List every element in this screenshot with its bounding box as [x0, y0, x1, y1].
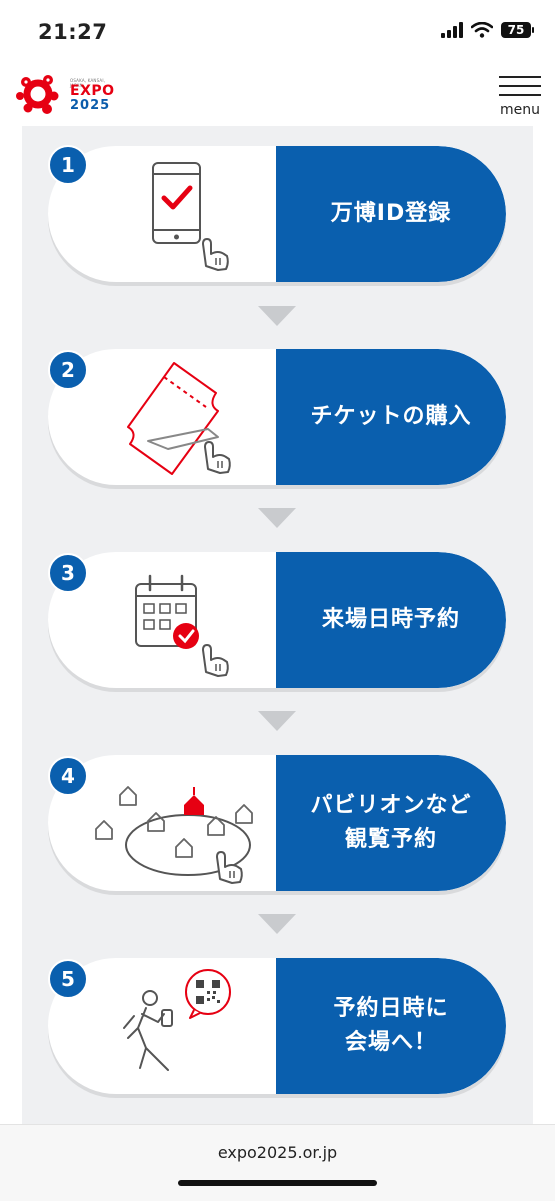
step-number-badge: 1 — [48, 145, 88, 185]
hamburger-icon — [499, 76, 541, 78]
down-arrow-icon — [258, 711, 296, 731]
home-indicator[interactable] — [178, 1180, 377, 1186]
browser-footer: expo2025.or.jp — [0, 1124, 555, 1201]
expo-mascot-logo-icon — [16, 75, 59, 114]
wifi-icon — [471, 22, 493, 38]
step-card-3[interactable]: 来場日時予約 — [48, 552, 506, 688]
step-label: 万博ID登録 — [330, 201, 452, 226]
step-number-badge: 4 — [48, 756, 88, 796]
step-label-box: 予約日時に 会場へ！ — [276, 958, 506, 1094]
logo-subtitle: OSAKA, KANSAI, JAPAN — [70, 78, 106, 88]
pavilion-map-icon — [68, 755, 273, 891]
walking-qr-icon — [68, 958, 273, 1094]
down-arrow-icon — [258, 306, 296, 326]
step-label-box: チケットの購入 — [276, 349, 506, 485]
step-card-4[interactable]: パビリオンなど 観覧予約 — [48, 755, 506, 891]
step-card-2[interactable]: チケットの購入 — [48, 349, 506, 485]
down-arrow-icon — [258, 914, 296, 934]
site-header: OSAKA, KANSAI, JAPAN EXPO 2025 menu — [0, 64, 555, 126]
step-card-1[interactable]: 万博ID登録 — [48, 146, 506, 282]
logo-expo-text: EXPO — [70, 83, 115, 99]
status-icons: 75 — [441, 22, 534, 38]
step-number-badge: 5 — [48, 959, 88, 999]
step-label: パビリオンなど 観覧予約 — [310, 793, 472, 852]
smartphone-check-icon — [68, 146, 273, 282]
url-bar[interactable]: expo2025.or.jp — [217, 1143, 338, 1162]
step-card-5[interactable]: 予約日時に 会場へ！ — [48, 958, 506, 1094]
step-label-box: 来場日時予約 — [276, 552, 506, 688]
expo-logo[interactable]: OSAKA, KANSAI, JAPAN EXPO 2025 — [14, 72, 114, 116]
menu-label: menu — [500, 102, 540, 118]
step-number-badge: 3 — [48, 553, 88, 593]
step-label: チケットの購入 — [310, 404, 472, 429]
status-time: 21:27 — [38, 20, 108, 44]
logo-year-text: 2025 — [70, 98, 111, 113]
step-number-badge: 2 — [48, 350, 88, 390]
step-label-box: 万博ID登録 — [276, 146, 506, 282]
ticket-icon — [68, 349, 273, 485]
step-label: 来場日時予約 — [321, 607, 460, 632]
battery-icon: 75 — [501, 22, 534, 38]
step-label: 予約日時に 会場へ！ — [333, 996, 449, 1055]
step-label-box: パビリオンなど 観覧予約 — [276, 755, 506, 891]
status-bar: 21:27 75 — [0, 0, 555, 64]
down-arrow-icon — [258, 508, 296, 528]
menu-button[interactable]: menu — [499, 74, 541, 118]
cellular-signal-icon — [441, 22, 463, 38]
calendar-check-icon — [68, 552, 273, 688]
